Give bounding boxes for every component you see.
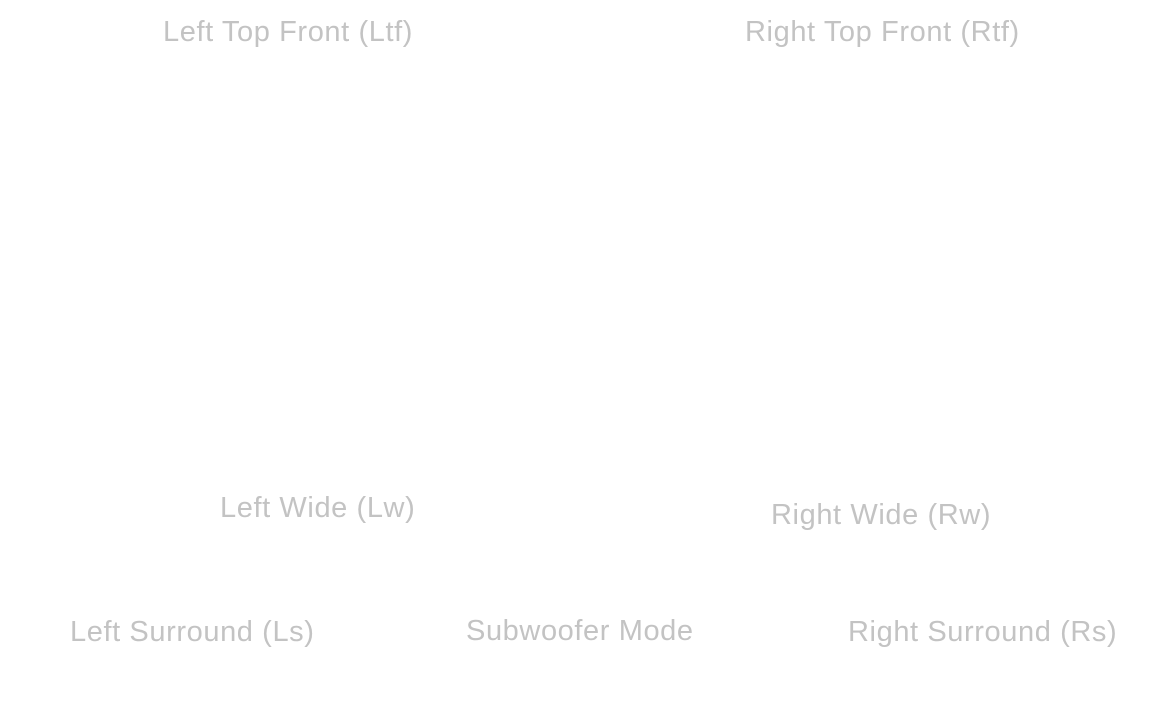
subwoofer-mode[interactable]: Subwoofer Mode (466, 615, 694, 647)
speaker-right-surround[interactable]: Right Surround (Rs) (848, 616, 1118, 648)
speaker-left-surround[interactable]: Left Surround (Ls) (70, 616, 315, 648)
speaker-right-wide[interactable]: Right Wide (Rw) (771, 499, 992, 531)
speaker-left-top-front[interactable]: Left Top Front (Ltf) (163, 16, 414, 48)
speaker-right-top-front[interactable]: Right Top Front (Rtf) (745, 16, 1020, 48)
speaker-left-wide[interactable]: Left Wide (Lw) (220, 492, 416, 524)
